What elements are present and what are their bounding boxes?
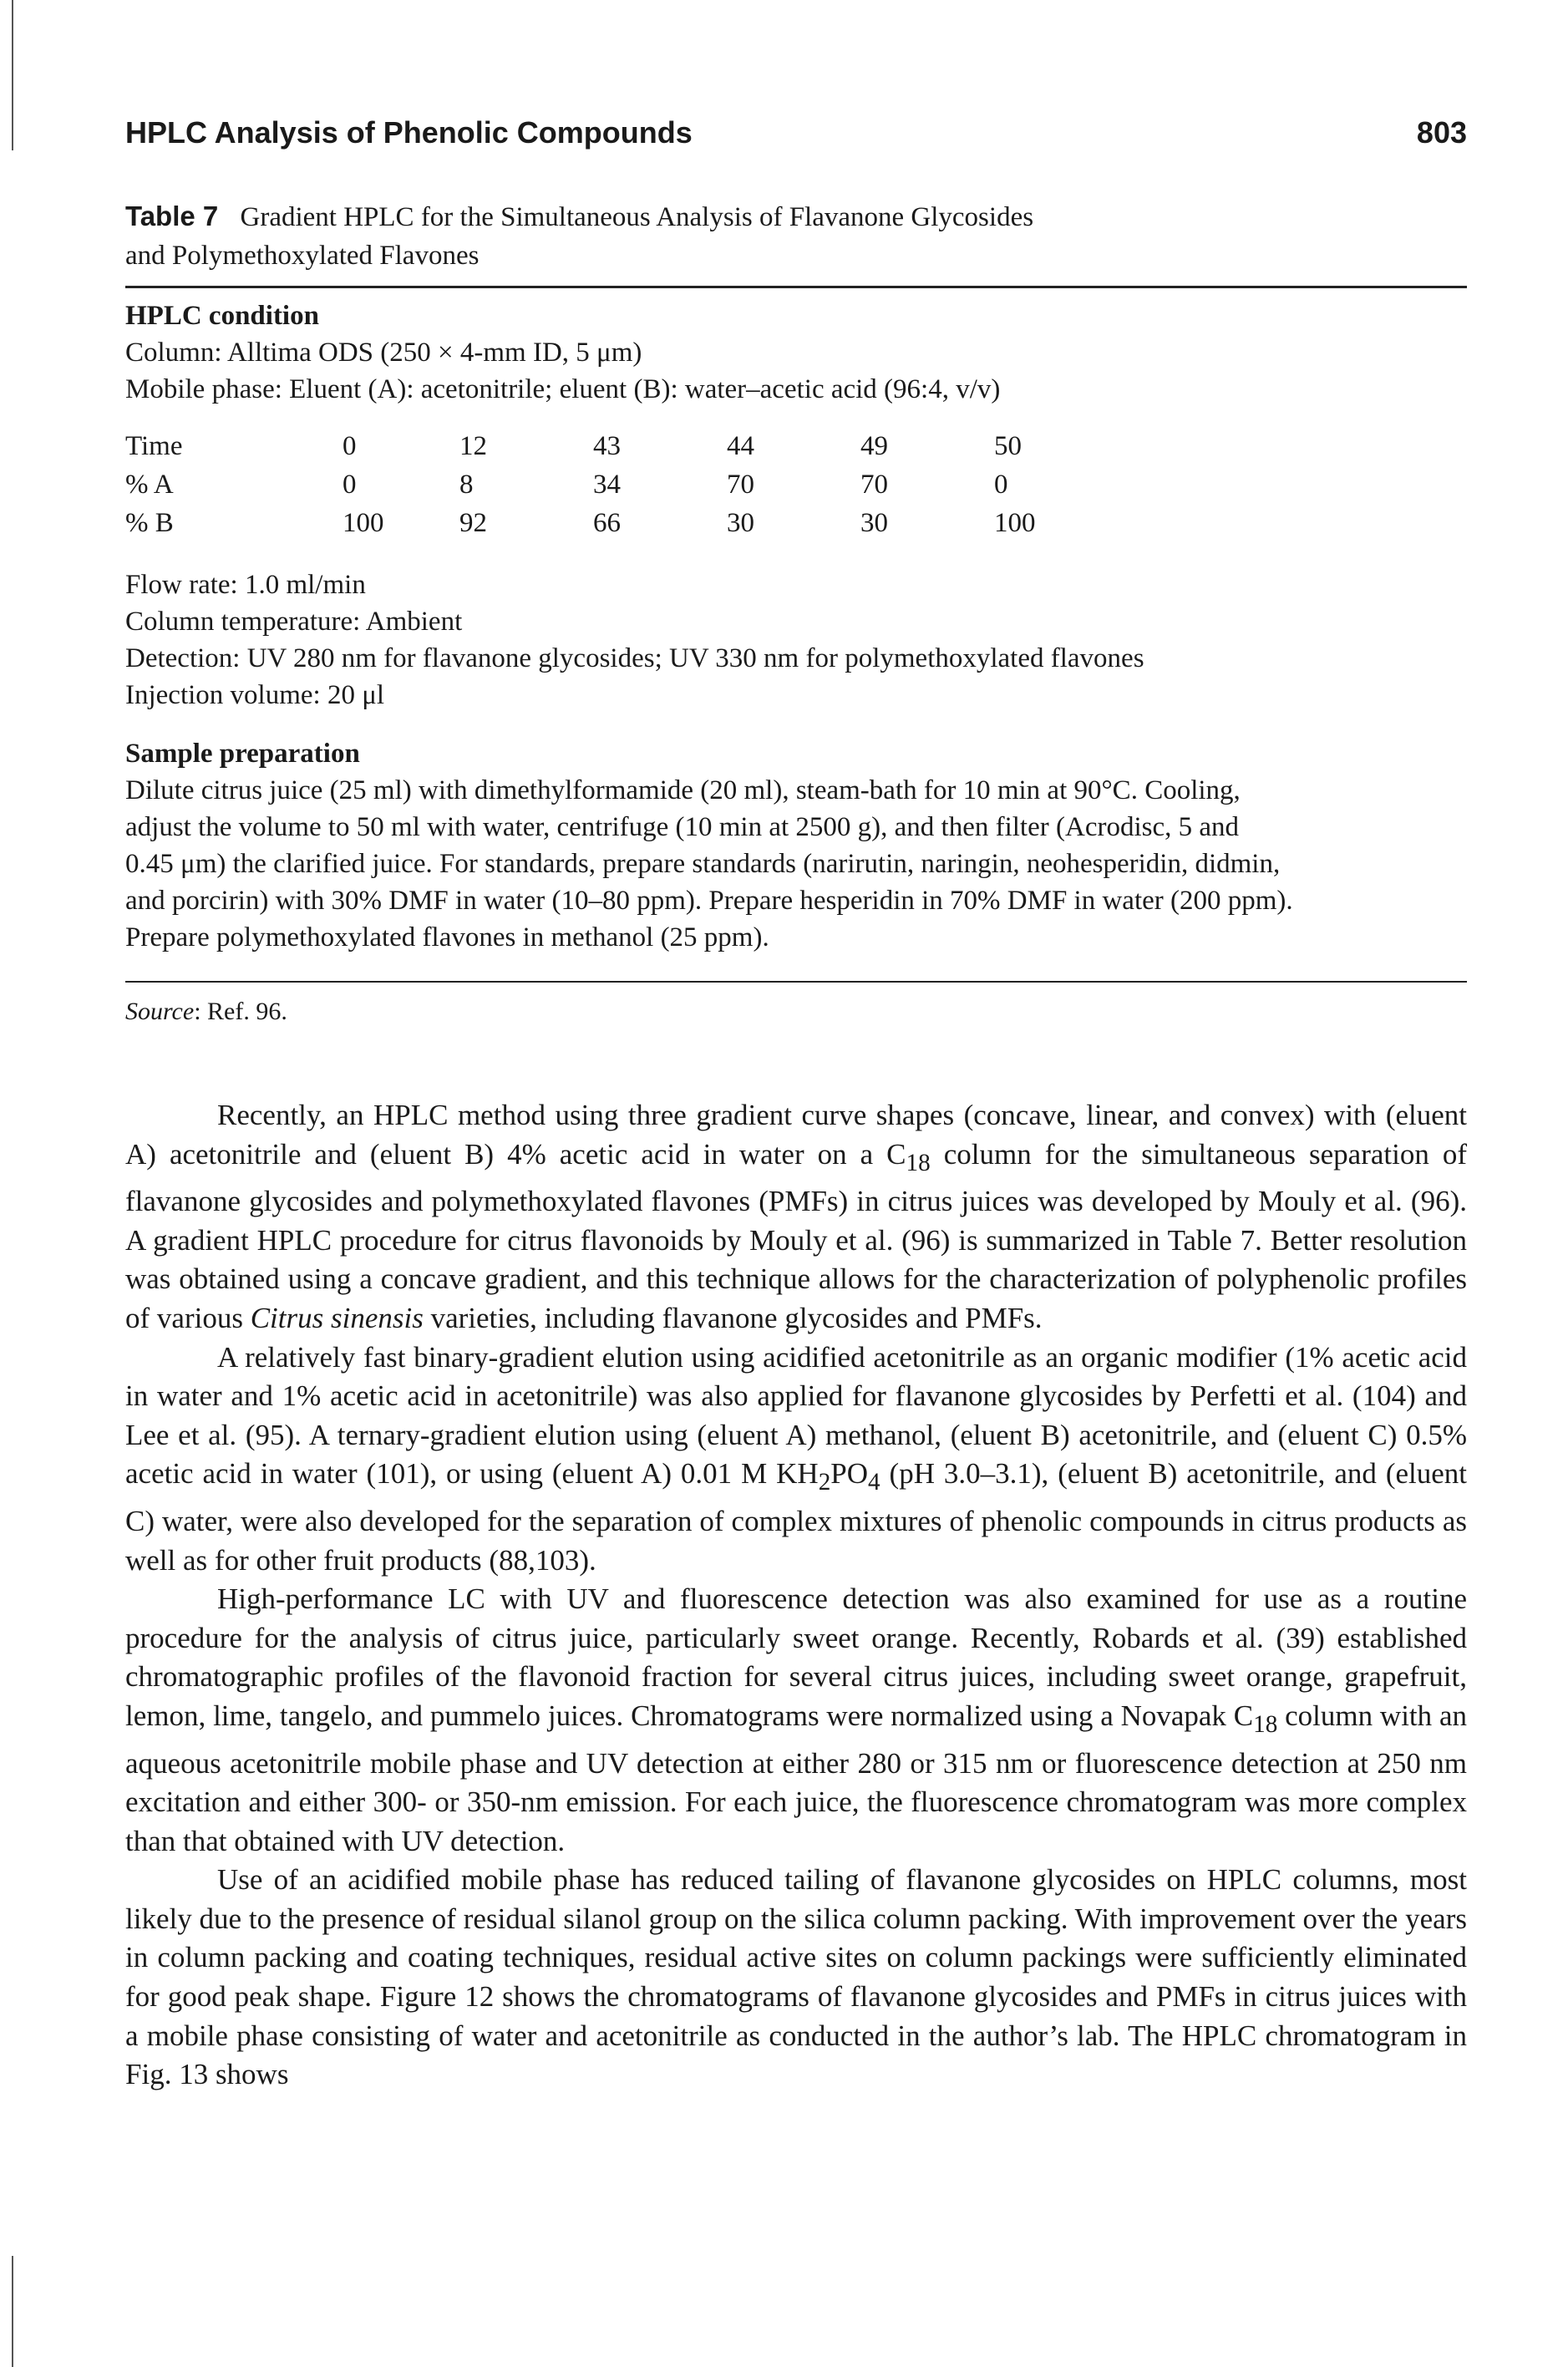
gradient-cell: 66 — [593, 508, 621, 538]
gradient-cell: 100 — [994, 508, 1036, 538]
gradient-row-label: % B — [125, 508, 174, 538]
paragraph: Use of an acidified mobile phase has red… — [125, 1863, 1467, 2091]
gradient-cell: 49 — [860, 431, 888, 461]
gradient-cell: 12 — [459, 431, 487, 461]
injection-volume: Injection volume: 20 μl — [125, 680, 385, 710]
sample-preparation-section: Sample preparation Dilute citrus juice (… — [125, 735, 1467, 956]
source-label: Source — [125, 998, 195, 1025]
gradient-cell: 34 — [593, 470, 621, 500]
gradient-cell: 70 — [860, 470, 888, 500]
hplc-run-conditions: Flow rate: 1.0 ml/min Column temperature… — [125, 566, 1467, 714]
table-caption-line-2: and Polymethoxylated Flavones — [125, 241, 480, 271]
gradient-cell: 43 — [593, 431, 621, 461]
column-temperature: Column temperature: Ambient — [125, 607, 463, 637]
gradient-cell: 30 — [860, 508, 888, 538]
gradient-cell: 70 — [727, 470, 754, 500]
table-bottom-rule — [125, 981, 1467, 983]
table-caption: Table 7 Gradient HPLC for the Simultaneo… — [125, 197, 1467, 275]
table-source: Source: Ref. 96. — [125, 998, 287, 1026]
sample-line: and porcirin) with 30% DMF in water (10–… — [125, 886, 1293, 916]
body-text: Recently, an HPLC method using three gra… — [125, 1096, 1467, 2095]
gradient-cell: 92 — [459, 508, 487, 538]
scan-margin-mark — [12, 2256, 13, 2367]
sample-line: adjust the volume to 50 ml with water, c… — [125, 812, 1240, 842]
gradient-cell: 0 — [343, 431, 357, 461]
gradient-cell: 100 — [343, 508, 384, 538]
column-spec: Column: Alltima ODS (250 × 4-mm ID, 5 μm… — [125, 338, 642, 368]
sample-line: Dilute citrus juice (25 ml) with dimethy… — [125, 775, 1241, 805]
flow-rate: Flow rate: 1.0 ml/min — [125, 570, 366, 600]
gradient-cell: 0 — [343, 470, 357, 500]
hplc-condition-heading: HPLC condition — [125, 301, 319, 331]
scan-margin-mark — [12, 0, 13, 150]
sample-line: 0.45 μm) the clarified juice. For standa… — [125, 849, 1281, 879]
page-number: 803 — [1416, 115, 1467, 150]
mobile-phase-spec: Mobile phase: Eluent (A): acetonitrile; … — [125, 374, 1001, 404]
gradient-cell: 8 — [459, 470, 474, 500]
source-text: : Ref. 96. — [194, 998, 287, 1025]
sample-preparation-heading: Sample preparation — [125, 739, 360, 769]
gradient-cell: 0 — [994, 470, 1008, 500]
running-head: HPLC Analysis of Phenolic Compounds 803 — [125, 115, 1467, 155]
running-head-title: HPLC Analysis of Phenolic Compounds — [125, 115, 693, 150]
hplc-condition-section: HPLC condition Column: Alltima ODS (250 … — [125, 297, 1467, 408]
paragraph: A relatively fast binary-gradient elutio… — [125, 1340, 1467, 1577]
paragraph: Recently, an HPLC method using three gra… — [125, 1099, 1468, 1334]
gradient-row-label: Time — [125, 431, 183, 461]
gradient-row-label: % A — [125, 470, 174, 500]
table-top-rule — [125, 286, 1467, 288]
table-label: Table 7 — [125, 201, 219, 231]
gradient-cell: 30 — [727, 508, 754, 538]
sample-line: Prepare polymethoxylated flavones in met… — [125, 922, 769, 952]
paragraph: High-performance LC with UV and fluoresc… — [125, 1582, 1468, 1857]
gradient-cell: 50 — [994, 431, 1022, 461]
table-caption-line-1: Gradient HPLC for the Simultaneous Analy… — [240, 202, 1034, 232]
gradient-cell: 44 — [727, 431, 754, 461]
detection: Detection: UV 280 nm for flavanone glyco… — [125, 643, 1144, 673]
